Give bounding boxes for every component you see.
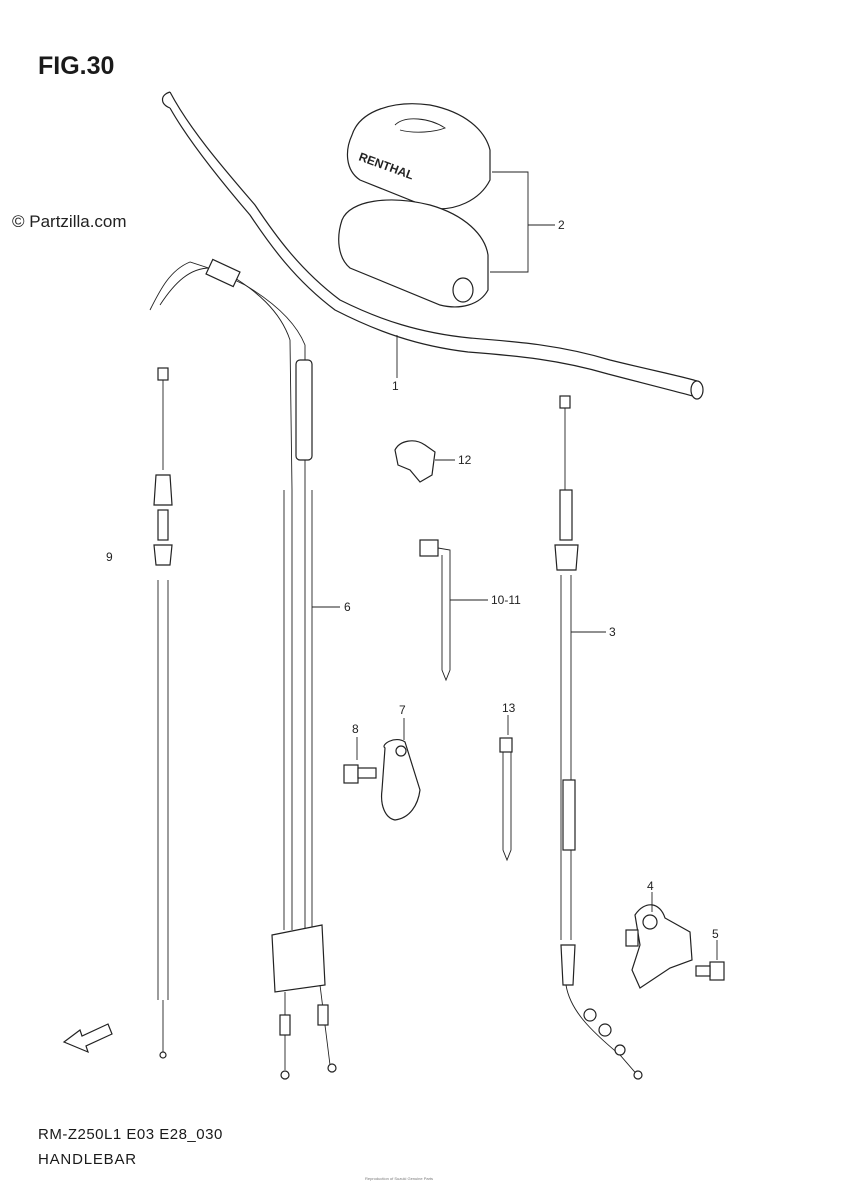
callout-2: 2 (558, 218, 565, 232)
model-code: RM-Z250L1 E03 E28_030 (38, 1126, 223, 1143)
handlebar-part[interactable] (161, 91, 704, 400)
callout-10-11: 10-11 (491, 593, 521, 607)
fine-print: Reproduction of Suzuki Genuine Parts (365, 1176, 434, 1181)
callout-13: 13 (502, 701, 516, 715)
callout-6: 6 (344, 600, 351, 614)
callout-3: 3 (609, 625, 616, 639)
hot-start-cable-part[interactable] (153, 367, 173, 1059)
throttle-cable-part[interactable] (149, 258, 340, 1080)
partzilla-watermark: © Partzilla.com (12, 212, 127, 231)
callout-9: 9 (106, 550, 113, 564)
bolt-part-8[interactable] (343, 737, 377, 784)
clamp-part[interactable] (394, 440, 455, 483)
callout-8: 8 (352, 722, 359, 736)
cable-tie-part[interactable] (419, 539, 488, 682)
figure-title: FIG.30 (38, 52, 115, 80)
callout-7: 7 (399, 703, 406, 717)
callout-1: 1 (392, 379, 399, 393)
section-name: HANDLEBAR (38, 1151, 137, 1168)
callout-12: 12 (458, 453, 472, 467)
bar-pad-part[interactable]: RENTHAL (338, 103, 555, 308)
forward-arrow-icon (62, 1023, 113, 1054)
long-cable-tie-part[interactable] (499, 715, 513, 862)
bolt-part-5[interactable] (695, 940, 725, 981)
callout-5: 5 (712, 927, 719, 941)
callout-4: 4 (647, 879, 654, 893)
bracket-part[interactable] (625, 892, 693, 989)
cable-guide-part[interactable] (380, 718, 421, 821)
clutch-cable-part[interactable] (554, 395, 643, 1080)
